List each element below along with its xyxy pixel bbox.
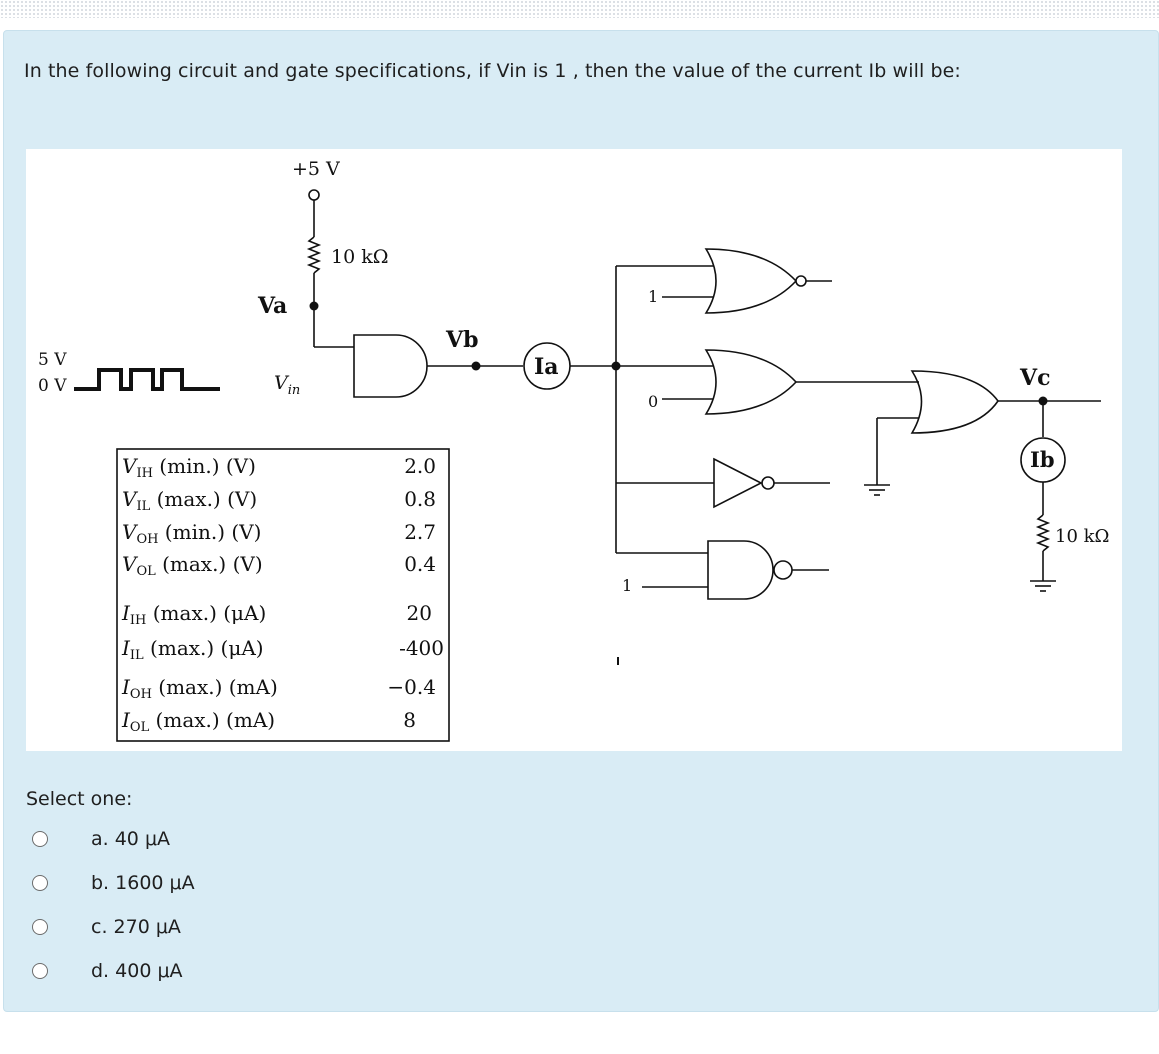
question-text: In the following circuit and gate specif… — [24, 60, 961, 82]
answer-label-a: a. 40 μA — [91, 828, 171, 850]
select-one-prompt: Select one: — [26, 788, 133, 810]
answer-label-b: b. 1600 μA — [91, 872, 195, 894]
answer-label-c: c. 270 μA — [91, 916, 181, 938]
spec-value-ioh: −0.4 — [387, 675, 436, 699]
stray-tick-mark — [617, 657, 619, 665]
vin-pulse-waveform — [74, 368, 220, 391]
and-gate-1 — [353, 334, 428, 398]
nor-gate-top — [704, 248, 798, 314]
nand-input-1-label: 1 — [622, 576, 632, 595]
nor-input-1-label: 1 — [648, 287, 658, 306]
nand-gate-bottom — [707, 540, 774, 600]
spec-label-iih: IIH (max.) (μA) — [121, 601, 266, 628]
answer-option-b[interactable]: b. 1600 μA — [32, 868, 332, 898]
answer-option-a[interactable]: a. 40 μA — [32, 824, 332, 854]
spec-value-vol: 0.4 — [404, 552, 436, 576]
node-vc-label: Vc — [1019, 365, 1050, 391]
spec-label-iol: IOL (max.) (mA) — [121, 708, 275, 735]
or-input-0-label: 0 — [648, 392, 658, 411]
nand-gate-bubble — [773, 560, 793, 580]
ground-symbol-1 — [864, 484, 890, 496]
vin-label: Vin — [274, 372, 300, 398]
spec-label-ioh: IOH (max.) (mA) — [121, 675, 278, 702]
supply-label: +5 V — [292, 158, 340, 180]
spec-label-voh: VOH (min.) (V) — [122, 520, 261, 547]
answer-label-d: d. 400 μA — [91, 960, 183, 982]
nor-gate-bubble — [795, 275, 807, 287]
node-va-dot — [309, 301, 319, 311]
spec-value-iih: 20 — [407, 601, 432, 625]
circuit-figure: +5 V 10 kΩ Va Vb 5 V 0 V Vin Ia 1 — [26, 149, 1122, 751]
vin-high-label: 5 V — [38, 350, 67, 370]
radio-button-b[interactable] — [32, 875, 48, 891]
current-ib-label: Ib — [1030, 447, 1055, 472]
ground-symbol-2 — [1030, 580, 1056, 592]
or-gate-final — [910, 370, 999, 434]
inverter-gate — [713, 457, 763, 509]
node-va-label: Va — [257, 293, 287, 319]
top-dotted-strip — [0, 0, 1159, 18]
or-gate-middle — [704, 349, 798, 415]
radio-button-c[interactable] — [32, 919, 48, 935]
node-vb-label: Vb — [445, 327, 478, 353]
supply-terminal — [308, 189, 320, 201]
answer-option-d[interactable]: d. 400 μA — [32, 956, 332, 986]
inverter-bubble — [761, 476, 775, 490]
radio-button-a[interactable] — [32, 831, 48, 847]
spec-label-iil: IIL (max.) (μA) — [121, 636, 264, 663]
resistor-bottom-symbol — [1035, 514, 1051, 552]
current-ia-label: Ia — [534, 354, 559, 380]
resistor-top-label: 10 kΩ — [331, 246, 388, 268]
spec-value-iol: 8 — [403, 708, 416, 732]
answer-option-c[interactable]: c. 270 μA — [32, 912, 332, 942]
spec-value-vil: 0.8 — [404, 487, 436, 511]
spec-label-vol: VOL (max.) (V) — [122, 552, 263, 579]
spec-label-vil: VIL (max.) (V) — [122, 487, 257, 514]
resistor-bottom-label: 10 kΩ — [1055, 526, 1109, 547]
radio-button-d[interactable] — [32, 963, 48, 979]
spec-label-vih: VIH (min.) (V) — [122, 454, 256, 481]
spec-table — [116, 448, 450, 742]
resistor-top-symbol — [306, 236, 322, 274]
spec-value-voh: 2.7 — [404, 520, 436, 544]
spec-value-iil: -400 — [399, 636, 444, 660]
spec-rows: VIH (min.) (V) 2.0 VIL (max.) (V) 0.8 VO… — [121, 454, 444, 735]
spec-value-vih: 2.0 — [404, 454, 436, 478]
vin-low-label: 0 V — [38, 376, 67, 396]
